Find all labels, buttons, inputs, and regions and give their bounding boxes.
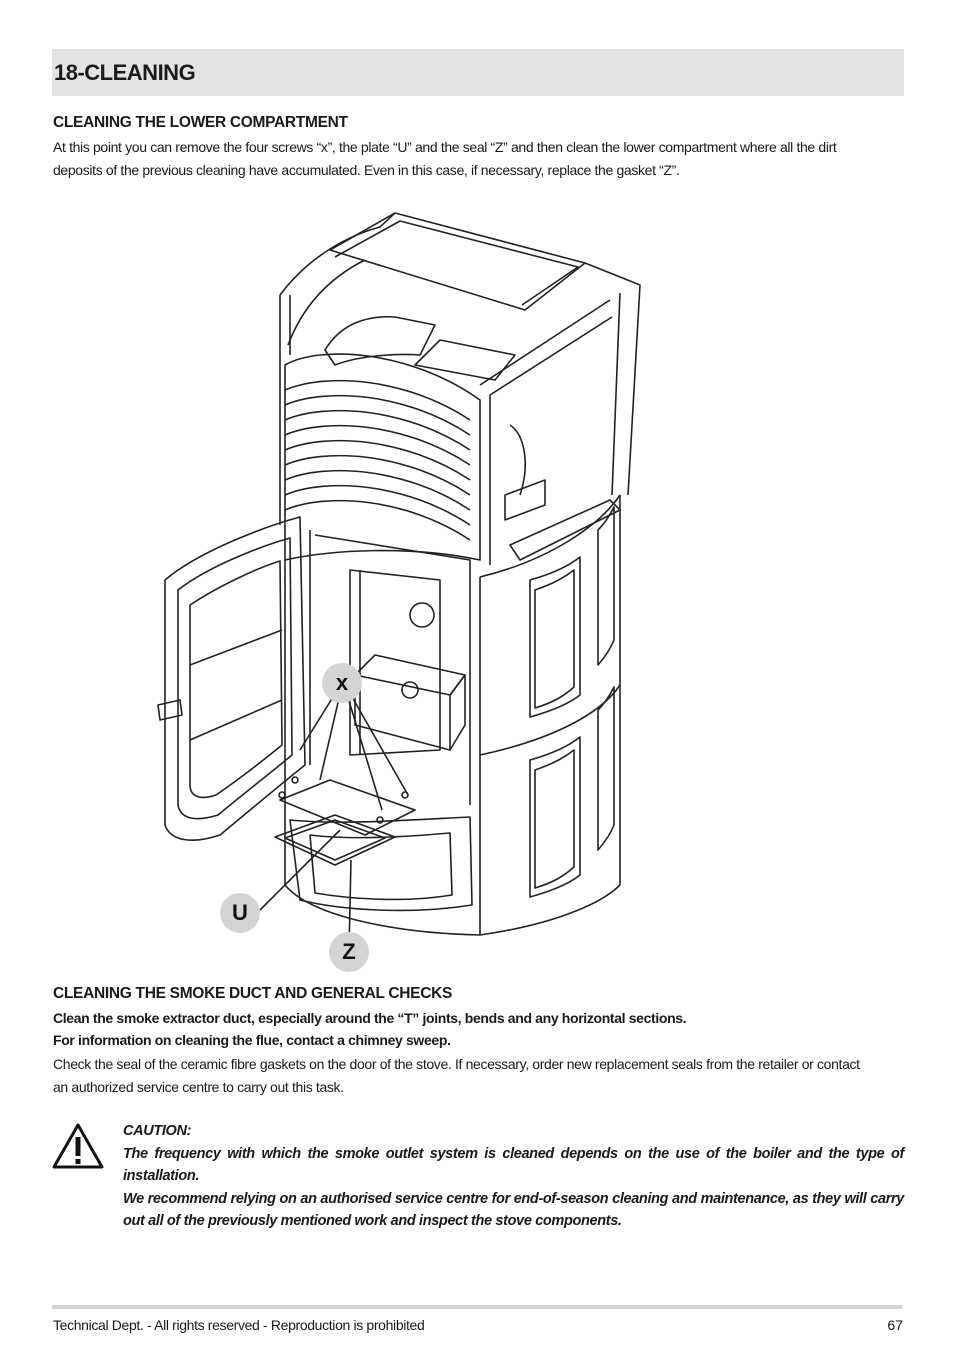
footer-copyright: Technical Dept. - All rights reserved - … <box>53 1317 425 1333</box>
section-header-bar: 18-CLEANING <box>52 49 904 96</box>
smoke-duct-bold-line-2: For information on cleaning the flue, co… <box>53 1032 451 1048</box>
caution-paragraph-2: We recommend relying on an authorised se… <box>123 1190 904 1230</box>
callout-z-seal: Z <box>329 932 369 972</box>
warning-triangle-icon <box>52 1123 104 1169</box>
smoke-duct-heading: CLEANING THE SMOKE DUCT AND GENERAL CHEC… <box>53 985 453 1002</box>
section-title: 18-CLEANING <box>54 60 196 85</box>
lower-compartment-heading: CLEANING THE LOWER COMPARTMENT <box>53 114 348 131</box>
caution-paragraph-1: The frequency with which the smoke outle… <box>123 1145 904 1185</box>
lower-compartment-text-line-2: deposits of the previous cleaning have a… <box>53 162 680 178</box>
smoke-duct-text-line-2: an authorized service centre to carry ou… <box>53 1079 344 1095</box>
callout-u-plate: U <box>220 893 260 933</box>
page-number: 67 <box>887 1317 903 1333</box>
caution-title: CAUTION: <box>123 1123 192 1139</box>
callout-x-screws: x <box>322 663 362 703</box>
footer-divider <box>52 1305 902 1309</box>
lower-compartment-text-line-1: At this point you can remove the four sc… <box>53 139 837 155</box>
stove-diagram: x U Z <box>150 205 650 980</box>
caution-block: CAUTION: The frequency with which the sm… <box>52 1120 904 1240</box>
smoke-duct-bold-line-1: Clean the smoke extractor duct, especial… <box>53 1010 687 1026</box>
smoke-duct-text-line-1: Check the seal of the ceramic fibre gask… <box>53 1056 860 1072</box>
stove-line-drawing <box>157 212 641 951</box>
caution-text: CAUTION: The frequency with which the sm… <box>123 1120 904 1233</box>
